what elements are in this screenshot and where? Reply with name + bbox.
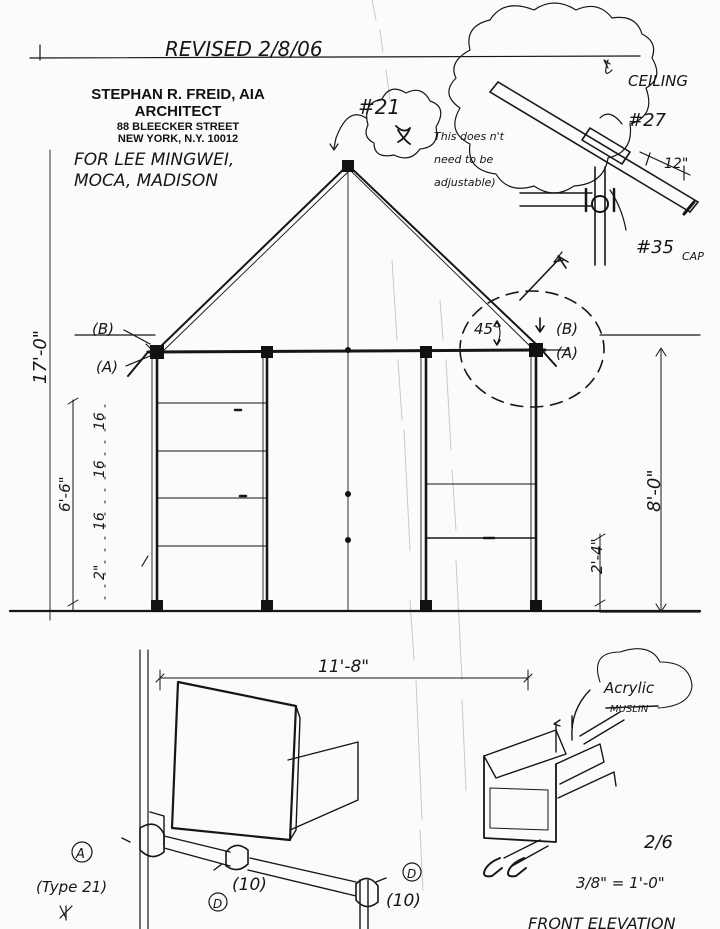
label-b-left: (B) bbox=[92, 320, 114, 338]
circled-d-markers bbox=[208, 862, 422, 912]
sheet-number: 2/6 bbox=[644, 832, 673, 853]
part-21-label: #21 bbox=[358, 95, 400, 119]
perspective-sketch-left bbox=[59, 649, 387, 929]
label-a-left: (A) bbox=[96, 358, 118, 376]
part-27-label: #27 bbox=[628, 110, 667, 131]
circled-d-text-1: D bbox=[213, 897, 222, 911]
circled-a-text: A bbox=[75, 847, 85, 862]
ceiling-label: CEILING bbox=[628, 72, 688, 90]
shelf-spacing-1: 16 bbox=[92, 412, 108, 430]
circled-d-text-2: D bbox=[407, 867, 416, 881]
circled-a-marker bbox=[71, 841, 93, 863]
revision-cloud-21 bbox=[329, 88, 442, 159]
width-dimension: 11'-8" bbox=[318, 657, 369, 677]
architect-role: ARCHITECT bbox=[134, 103, 222, 121]
note-line-2: need to be bbox=[434, 153, 494, 166]
type-21-label: (Type 21) bbox=[36, 878, 107, 896]
shelf-zone-dimension: 6'-6" bbox=[56, 476, 74, 512]
architect-city: NEW YORK, N.Y. 10012 bbox=[117, 133, 239, 146]
angle-45-label: 45° bbox=[474, 320, 501, 338]
leader-markers bbox=[123, 329, 569, 567]
client-line-1: FOR LEE MINGWEI, bbox=[74, 150, 234, 170]
architect-street: 88 BLEECKER STREET bbox=[116, 120, 240, 133]
muslin-label: MUSLIN bbox=[610, 704, 649, 715]
frame-structure bbox=[127, 160, 557, 612]
label-a-right: (A) bbox=[556, 344, 578, 362]
shelf-spacing-3: 16 bbox=[92, 512, 108, 530]
revision-date: REVISED 2/8/06 bbox=[165, 37, 323, 61]
architect-name: STEPHAN R. FREID, AIA bbox=[91, 86, 265, 103]
part-35-label: #35 bbox=[636, 237, 674, 258]
acrylic-label: Acrylic bbox=[603, 679, 655, 697]
total-height-dimension: 17'-0" bbox=[30, 330, 51, 384]
dimension-lines bbox=[67, 347, 667, 691]
frame-height-dimension: 8'-0" bbox=[644, 469, 665, 512]
scale-label: 3/8" = 1'-0" bbox=[576, 874, 665, 892]
label-b-right: (B) bbox=[556, 320, 578, 338]
lower-shelf-dimension: 2'-4" bbox=[588, 538, 606, 574]
note-line-3: adjustable) bbox=[434, 176, 496, 189]
bleed-through-marks bbox=[371, 0, 467, 891]
perspective-sketch-right bbox=[483, 648, 693, 878]
length-12-label: 12" bbox=[664, 156, 688, 172]
client-line-2: MOCA, MADISON bbox=[74, 171, 218, 191]
joint-detail-circle bbox=[459, 255, 605, 408]
ceiling-detail bbox=[448, 2, 699, 266]
cap-label: CAP bbox=[682, 250, 704, 263]
architect-title-block: STEPHAN R. FREID, AIA ARCHITECT 88 BLEEC… bbox=[58, 86, 298, 146]
sheet-title: FRONT ELEVATION bbox=[528, 914, 676, 929]
part-10-label-left: (10) bbox=[232, 875, 267, 895]
shelf-spacing-2: 16 bbox=[92, 460, 108, 478]
note-line-1: This does n't bbox=[434, 130, 505, 143]
reference-lines bbox=[8, 44, 702, 621]
part-10-label-right: (10) bbox=[386, 891, 421, 911]
base-gap-dimension: 2" bbox=[92, 565, 108, 580]
